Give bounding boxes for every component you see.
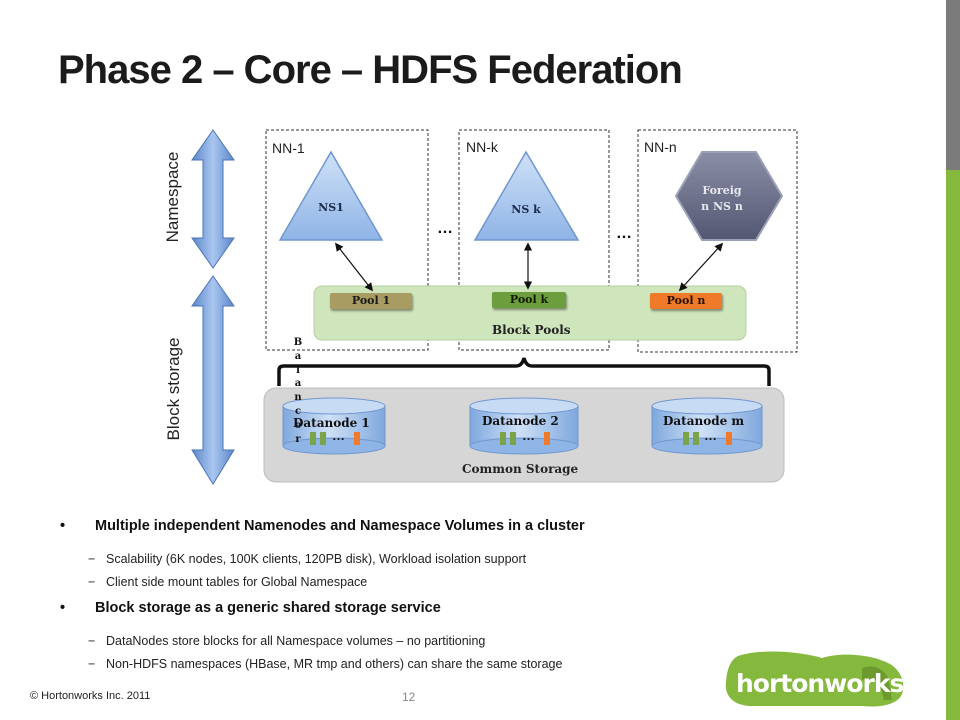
pool-k: Pool k xyxy=(492,292,566,308)
block-storage-side-label: Block storage xyxy=(164,337,183,441)
nn-1-label: NN-1 xyxy=(272,140,305,156)
common-storage-label: Common Storage xyxy=(462,462,579,476)
ns1-label: NS1 xyxy=(318,201,344,214)
nn-k-box xyxy=(458,129,610,351)
svg-text:hortonworks: hortonworks xyxy=(736,669,903,698)
storage-brace xyxy=(277,357,771,386)
datanode-m-bars xyxy=(683,432,732,445)
datanode-2-ellipsis: … xyxy=(522,428,535,443)
ns-n-label-line1: Foreig xyxy=(702,184,742,197)
bullet-2-marker: • xyxy=(60,600,66,616)
ns-n-label-line2: n NS n xyxy=(701,200,743,213)
ns1-triangle xyxy=(278,150,384,241)
namespace-side-label: Namespace xyxy=(163,151,182,243)
datanode-1-cylinder xyxy=(282,397,386,455)
block-storage-double-arrow xyxy=(191,275,235,485)
nsk-label: NS k xyxy=(511,203,541,216)
block-pools-label: Block Pools xyxy=(492,323,571,337)
datanode-m-label: Datanode m xyxy=(663,414,745,428)
pool-n: Pool n xyxy=(650,293,722,309)
balancer-label: B a l a n c e r xyxy=(293,337,303,445)
nn-n-label: NN-n xyxy=(644,139,677,155)
datanode-1-ellipsis: … xyxy=(332,428,345,443)
namespace-double-arrow xyxy=(191,129,235,269)
nsk-triangle xyxy=(473,150,580,241)
datanode-2-cylinder xyxy=(469,397,579,455)
nn-k-label: NN-k xyxy=(466,139,498,155)
hortonworks-logo: hortonworks xyxy=(725,651,904,707)
right-accent-bar-green xyxy=(946,170,960,720)
datanode-1-bars xyxy=(310,432,360,445)
datanode-1-label: Datanode 1 xyxy=(293,416,370,430)
pool-1: Pool 1 xyxy=(330,293,412,309)
bullet-2-text: Block storage as a generic shared storag… xyxy=(95,600,441,616)
footer-copyright: © Hortonworks Inc. 2011 xyxy=(30,690,151,702)
bullet-1-marker: • xyxy=(60,518,66,534)
right-accent-bar-gray xyxy=(946,0,960,170)
page-number: 12 xyxy=(402,690,416,704)
ellipsis-2: … xyxy=(616,225,632,242)
datanode-m-cylinder xyxy=(651,397,763,455)
ellipsis-1: … xyxy=(437,220,453,237)
ns-n-hexagon xyxy=(674,151,784,241)
nn-1-box xyxy=(265,129,429,351)
bullet-1-text: Multiple independent Namenodes and Names… xyxy=(95,518,585,534)
datanode-2-label: Datanode 2 xyxy=(482,414,559,428)
datanode-2-bars xyxy=(500,432,550,445)
slide-title: Phase 2 – Core – HDFS Federation xyxy=(58,48,683,92)
nn-n-box xyxy=(637,129,798,353)
datanode-m-ellipsis: … xyxy=(704,428,717,443)
